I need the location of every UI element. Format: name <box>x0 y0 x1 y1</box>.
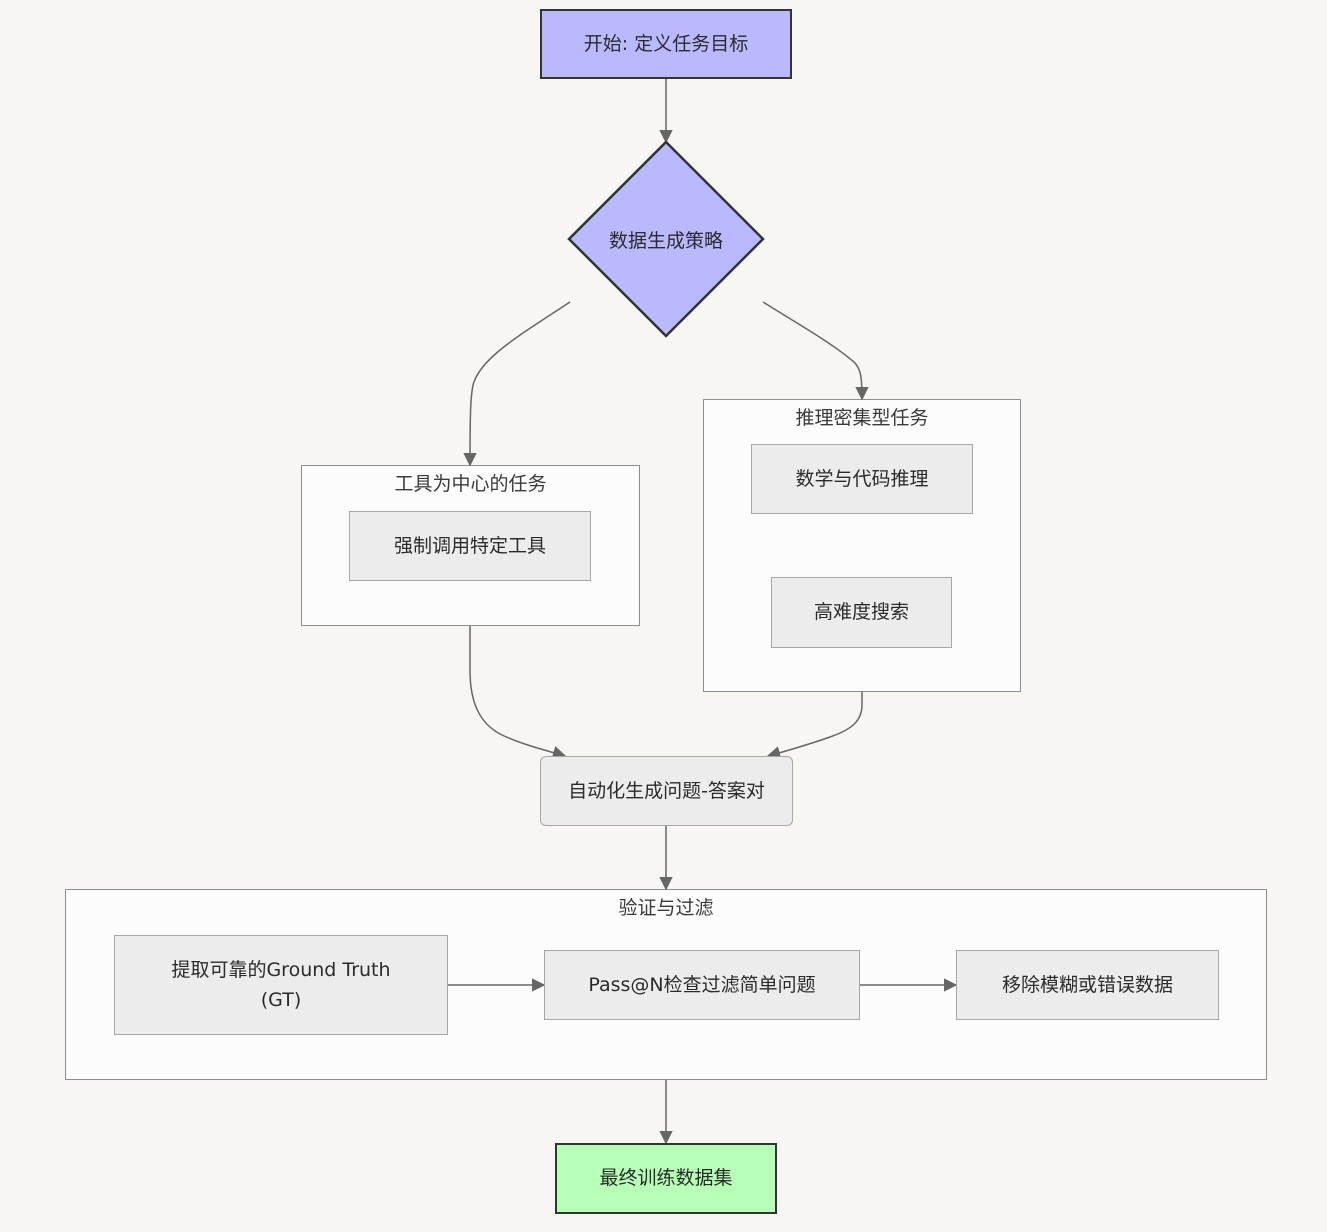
extract-gt-label-line1: 提取可靠的Ground Truth <box>171 958 391 981</box>
cluster-tool-centric-title: 工具为中心的任务 <box>394 473 547 495</box>
decision-node-label: 数据生成策略 <box>608 229 723 252</box>
edge-decision-to-tool <box>463 301 571 467</box>
extract-gt-label-line2: (GT) <box>260 989 302 1011</box>
decision-diamond-shape <box>567 140 765 338</box>
start-node-label: 开始: 定义任务目标 <box>583 32 749 55</box>
edge-tool-to-qa <box>469 626 567 759</box>
math-code-node: 数学与代码推理 <box>751 444 973 514</box>
remove-bad-data-label: 移除模糊或错误数据 <box>1001 973 1173 996</box>
remove-bad-data-node: 移除模糊或错误数据 <box>956 950 1219 1020</box>
qa-pairs-node: 自动化生成问题-答案对 <box>540 756 793 826</box>
cluster-verify-filter-title: 验证与过滤 <box>618 897 714 919</box>
hard-search-node: 高难度搜索 <box>771 577 952 648</box>
force-tool-label: 强制调用特定工具 <box>393 534 546 557</box>
final-dataset-node: 最终训练数据集 <box>555 1143 777 1214</box>
pass-n-node: Pass@N检查过滤简单问题 <box>544 950 860 1020</box>
final-dataset-label: 最终训练数据集 <box>599 1167 733 1190</box>
math-code-label: 数学与代码推理 <box>795 467 929 490</box>
force-tool-node: 强制调用特定工具 <box>349 511 591 581</box>
qa-pairs-label: 自动化生成问题-答案对 <box>568 779 765 802</box>
hard-search-label: 高难度搜索 <box>813 601 909 624</box>
edge-decision-to-reasoning <box>762 301 869 401</box>
pass-n-label: Pass@N检查过滤简单问题 <box>588 973 816 996</box>
extract-gt-node: 提取可靠的Ground Truth (GT) <box>114 935 448 1035</box>
start-node: 开始: 定义任务目标 <box>540 9 792 79</box>
edge-reasoning-to-qa <box>766 692 863 760</box>
cluster-reasoning-intensive-title: 推理密集型任务 <box>795 407 929 429</box>
